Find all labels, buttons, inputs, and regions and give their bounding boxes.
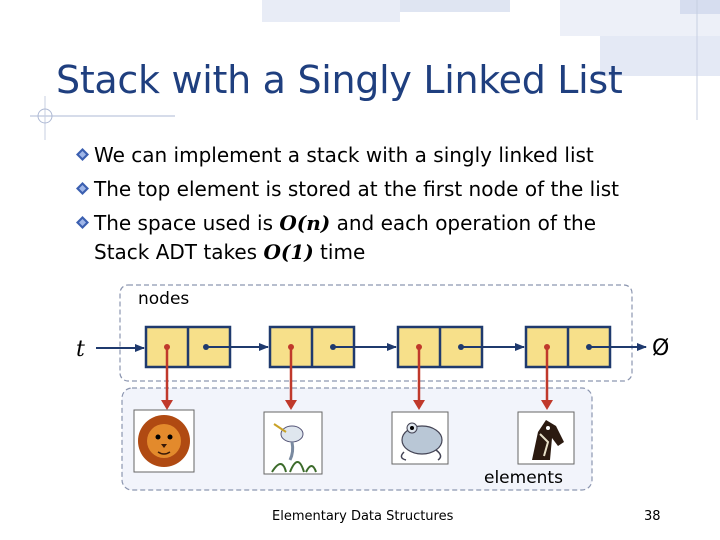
bullet-text: time [313, 240, 366, 264]
bullet-text: Stack ADT takes [94, 240, 264, 264]
corner-decoration [30, 0, 720, 140]
footer-course: Elementary Data Structures [272, 509, 454, 524]
lion-icon [133, 409, 195, 473]
diamond-bullet-icon [76, 216, 89, 229]
bullet-continuation: Stack ADT takes O(1) time [94, 237, 676, 267]
nodes-label: nodes [138, 289, 190, 309]
null-symbol: Ø [652, 336, 670, 361]
elements-frame [121, 387, 593, 491]
bullet-text: The space used is [94, 211, 280, 235]
diamond-bullet-icon [76, 182, 89, 195]
math-complexity: O(1) [263, 240, 314, 264]
bullet-item: The space used is O(n) and each operatio… [76, 206, 676, 267]
horse-icon [517, 411, 575, 465]
diamond-bullet-icon [76, 148, 89, 161]
bullet-list: We can implement a stack with a singly l… [76, 138, 676, 267]
slide-title: Stack with a Singly Linked List [56, 58, 623, 102]
bullet-text: The top element is stored at the first n… [94, 177, 620, 201]
nodes-frame [119, 284, 633, 382]
page-number: 38 [644, 509, 661, 524]
elements-label: elements [484, 468, 563, 488]
frog-icon [391, 411, 449, 465]
bullet-item: The top element is stored at the first n… [76, 172, 676, 206]
math-complexity: O(n) [279, 211, 331, 235]
top-pointer-label: t [76, 337, 85, 362]
bullet-text: and each operation of the [330, 211, 597, 235]
bullet-text: We can implement a stack with a singly l… [94, 143, 594, 167]
heron-icon [263, 411, 323, 475]
bullet-item: We can implement a stack with a singly l… [76, 138, 676, 172]
